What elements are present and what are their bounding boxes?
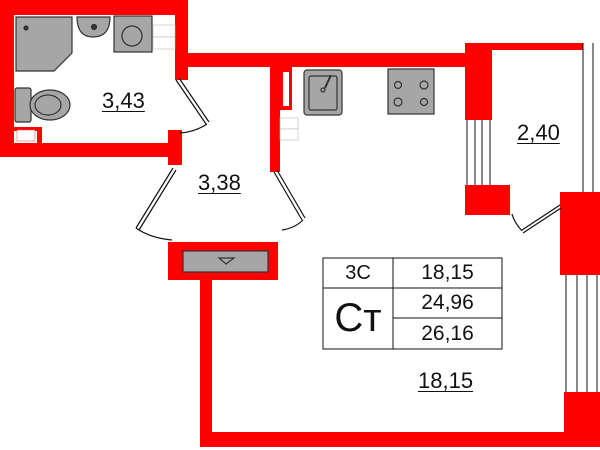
stove-icon <box>387 68 435 115</box>
total-area-cell: 24,96 <box>421 291 474 314</box>
wardrobe-icon <box>182 250 269 273</box>
sockets <box>152 24 299 141</box>
shower-icon <box>15 16 73 72</box>
total-with-balcony-cell: 26,16 <box>421 321 474 345</box>
type-code: 3С <box>345 261 371 284</box>
summary-table <box>322 257 503 350</box>
bathroom-area: 3,43 <box>102 88 145 113</box>
windows <box>466 43 598 392</box>
balcony-area: 2,40 <box>517 120 560 145</box>
type-label: Ст <box>334 296 382 340</box>
doors <box>135 77 562 241</box>
hallway-area: 3,38 <box>198 170 241 195</box>
living-area: 18,15 <box>418 368 474 393</box>
living-area-cell: 18,15 <box>421 261 474 284</box>
toilet-icon <box>14 87 32 123</box>
